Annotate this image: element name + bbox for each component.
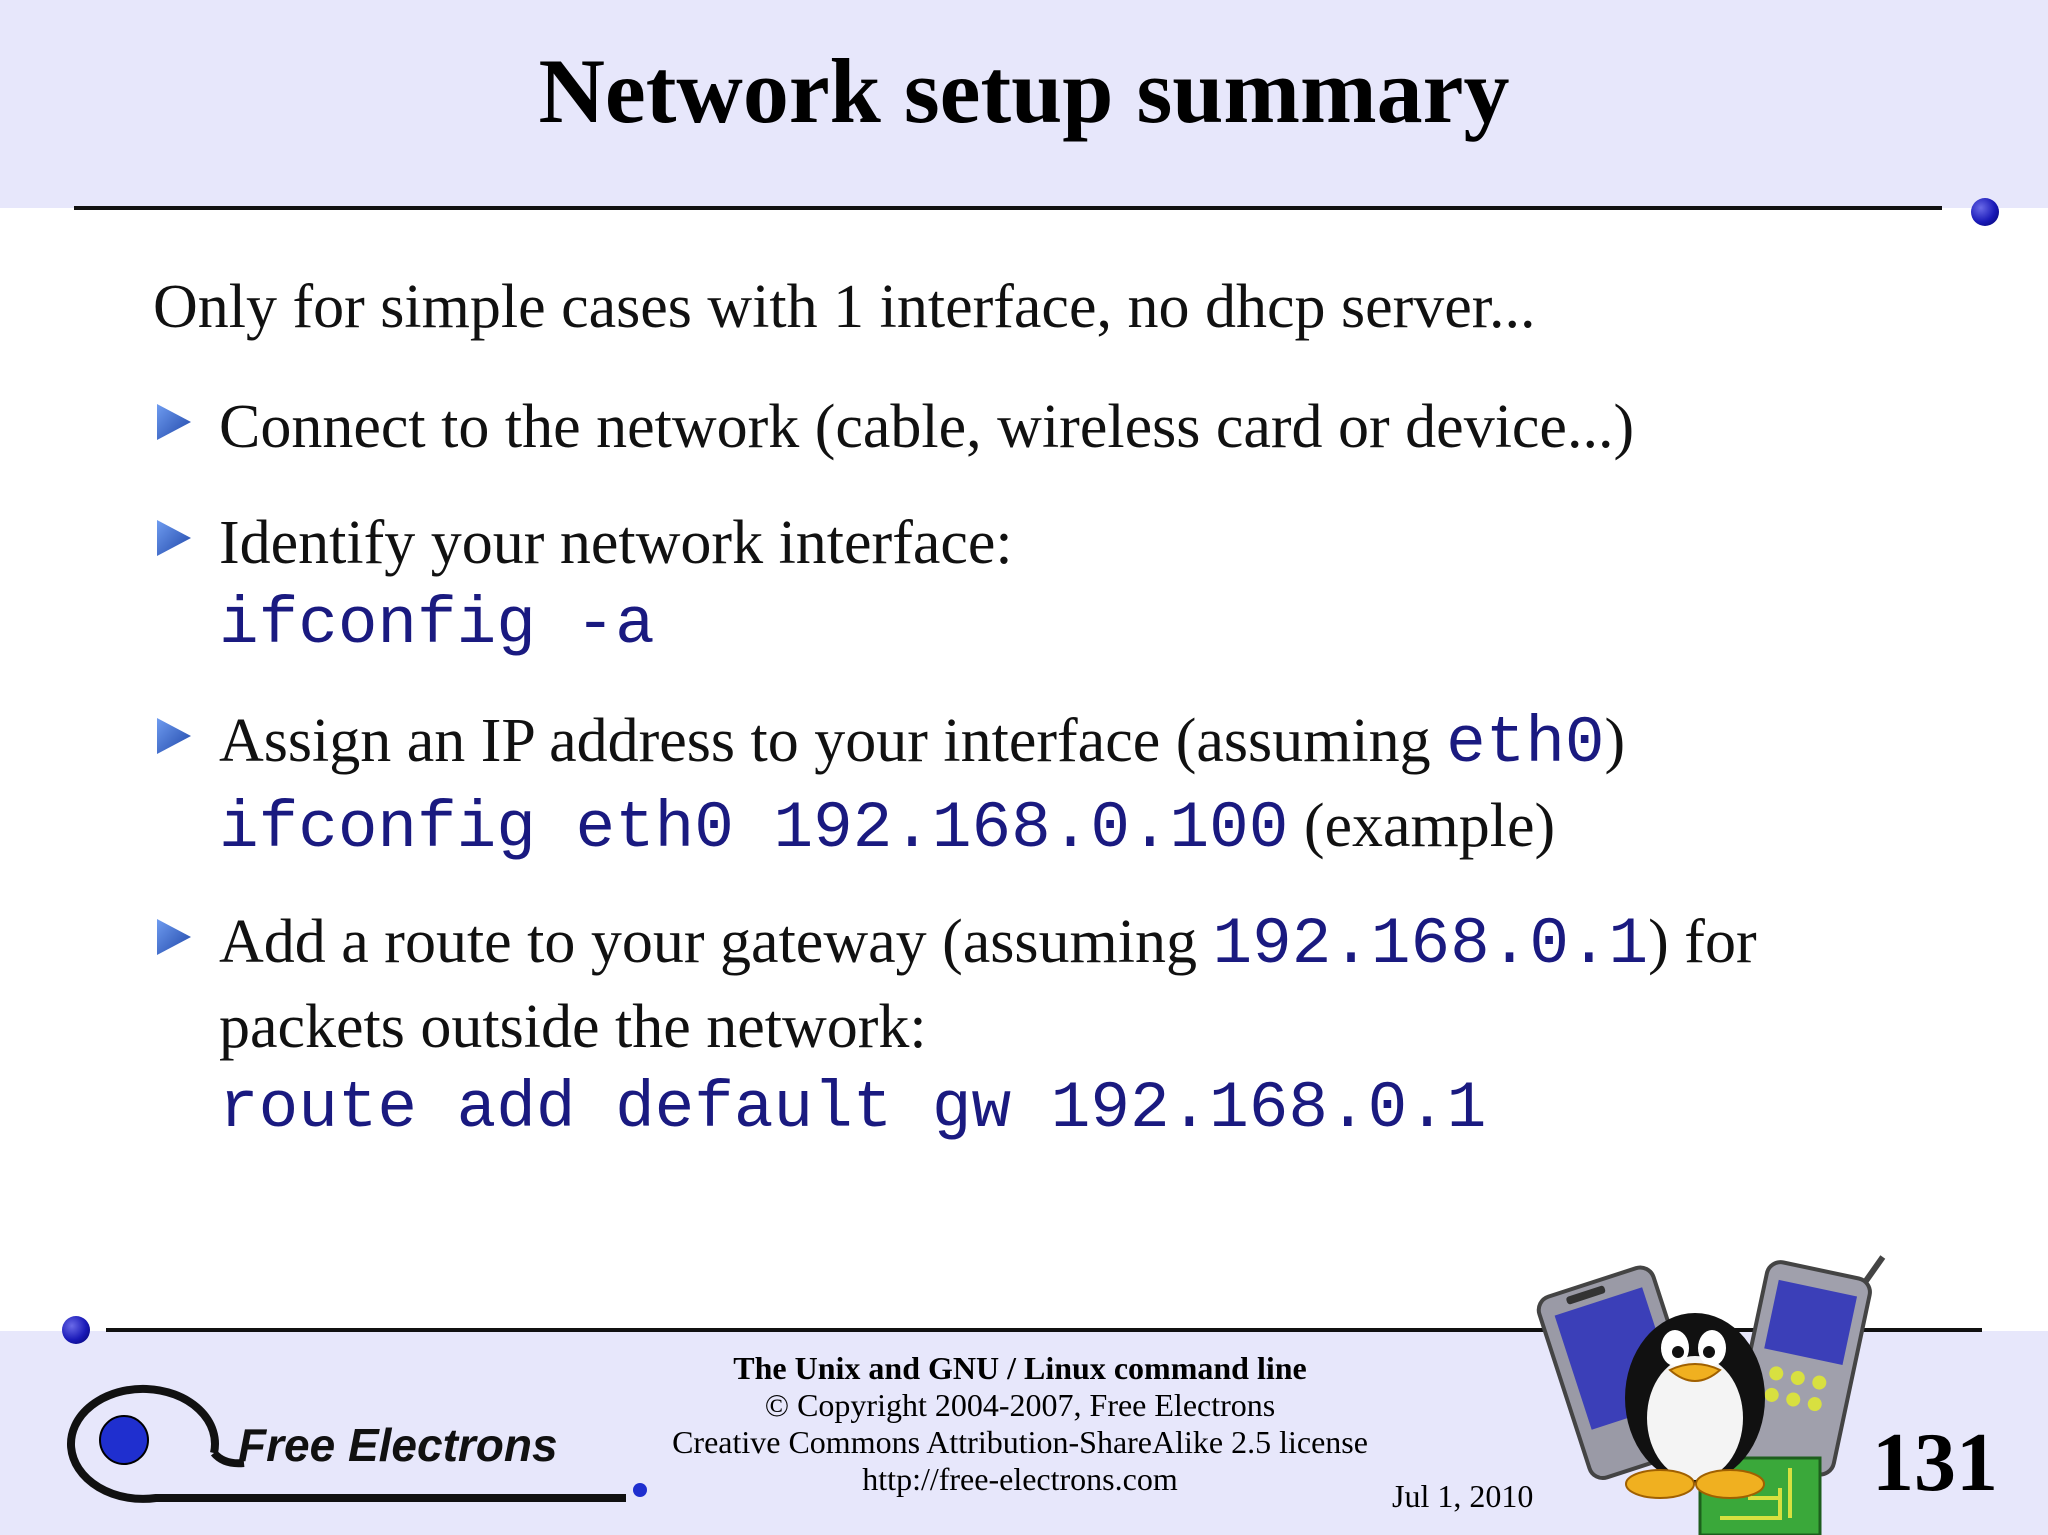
free-electrons-logo [66, 1384, 647, 1503]
copyright-text: © Copyright 2004-2007, Free Electrons [764, 1387, 1276, 1423]
logo-text: Free Electrons [238, 1419, 558, 1471]
inline-code: eth0 [1446, 706, 1605, 781]
slide-title: Network setup summary [538, 40, 1510, 142]
bullet-arrow-icon [157, 919, 191, 955]
bullet-text: Add a route to your gateway (assuming [219, 908, 1213, 976]
bullet-arrow-icon [157, 520, 191, 556]
blue-dot-icon [62, 1316, 90, 1344]
slide-date: Jul 1, 2010 [1392, 1478, 1534, 1514]
bullet-text: Connect to the network (cable, wireless … [219, 393, 1635, 461]
bullet-arrow-icon [157, 404, 191, 440]
bullet-text-line: Assign an IP address to your interface (… [219, 700, 1625, 785]
header-band [0, 0, 2048, 208]
header-rule [74, 206, 1942, 210]
license-text: Creative Commons Attribution-ShareAlike … [672, 1424, 1368, 1460]
course-title: The Unix and GNU / Linux command line [733, 1350, 1307, 1386]
footer-info: The Unix and GNU / Linux command line © … [620, 1350, 1420, 1498]
blue-dot-icon [1971, 198, 1999, 226]
tux-penguin-devices-illustration [1536, 1255, 1886, 1535]
code-suffix: (example) [1288, 792, 1556, 860]
bullet-text-line: Add a route to your gateway (assuming 19… [219, 901, 1757, 986]
code-command: ifconfig -a [219, 587, 655, 662]
bullet-text-end: ) [1604, 707, 1626, 775]
code-command: route add default gw 192.168.0.1 [219, 1071, 1487, 1146]
code-line: ifconfig eth0 192.168.0.100 (example) [219, 785, 1625, 870]
website-url: http://free-electrons.com [862, 1461, 1178, 1497]
footer-rule [106, 1328, 1982, 1332]
code-command: ifconfig eth0 192.168.0.100 [219, 791, 1289, 866]
bullet-text: Identify your network interface: [219, 509, 1013, 577]
bullet-text: Assign an IP address to your interface (… [219, 707, 1447, 775]
bullet-text-end: ) for [1648, 908, 1757, 976]
page-number: 131 [1872, 1416, 1998, 1509]
bullet-text-line2: packets outside the network: [219, 993, 927, 1061]
inline-code: 192.168.0.1 [1212, 907, 1649, 982]
intro-text: Only for simple cases with 1 interface, … [153, 273, 1536, 341]
bullet-arrow-icon [157, 718, 191, 754]
